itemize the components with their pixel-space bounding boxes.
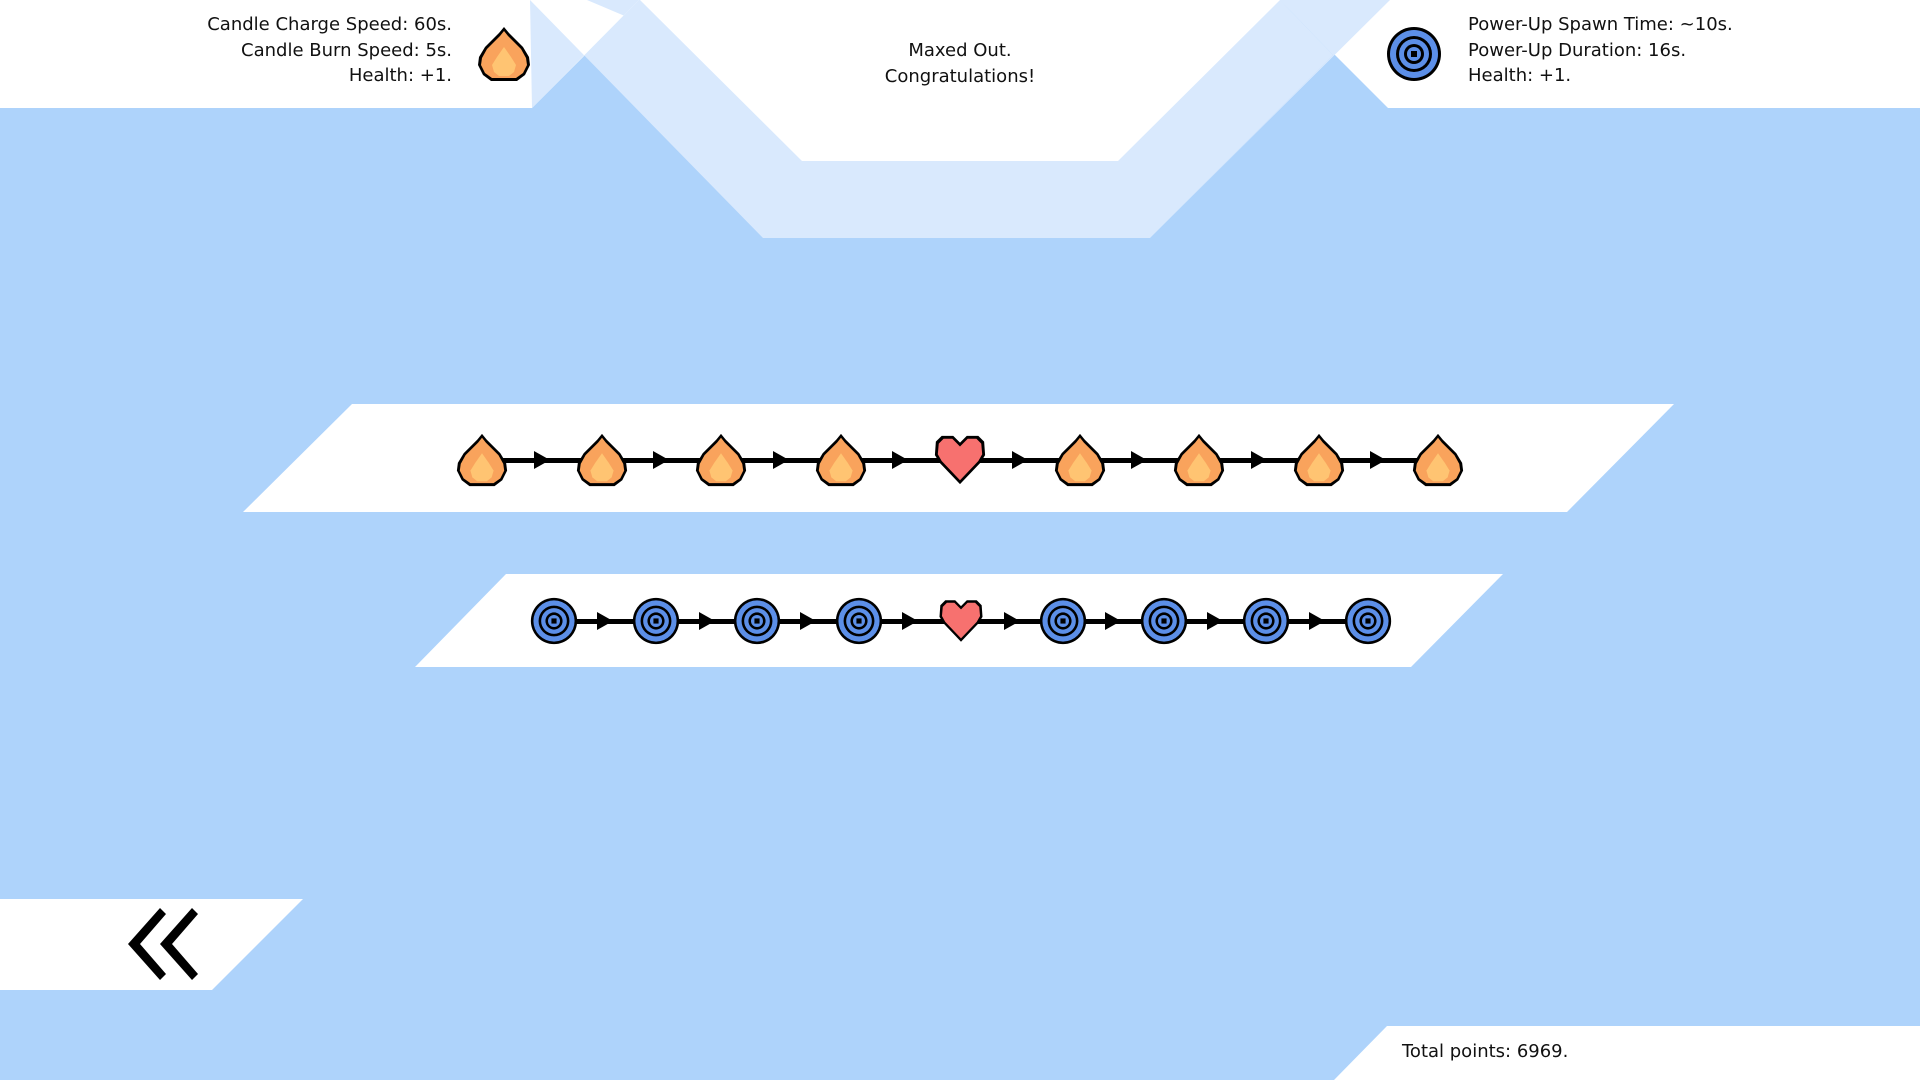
target-icon — [1386, 26, 1442, 82]
target-icon — [1140, 597, 1188, 645]
status-line-congrats: Congratulations! — [884, 65, 1036, 87]
track-arrow — [892, 451, 909, 469]
flame-icon — [1052, 432, 1108, 488]
track-arrow — [1105, 612, 1122, 630]
track-arrow — [1011, 451, 1028, 469]
target-icon — [733, 597, 781, 645]
target-icon — [632, 597, 680, 645]
track-arrow — [653, 451, 670, 469]
flame-icon — [1410, 432, 1466, 488]
track-arrow — [1131, 451, 1148, 469]
target-icon — [1039, 597, 1087, 645]
heart-icon — [932, 432, 988, 488]
candle-stats: Candle Charge Speed: 60s. Candle Burn Sp… — [207, 12, 452, 89]
double-chevron-left-icon — [128, 908, 198, 980]
flame-icon — [1291, 432, 1347, 488]
back-button-panel — [0, 899, 303, 990]
powerup-duration: Power-Up Duration: 16s. — [1468, 39, 1687, 61]
powerup-health: Health: +1. — [1468, 65, 1572, 86]
track-arrow — [1370, 451, 1387, 469]
powerup-spawn-time: Power-Up Spawn Time: ~10s. — [1468, 14, 1733, 35]
top-right-panel — [1280, 0, 1920, 108]
status-message: Maxed Out. Congratulations! — [860, 38, 1060, 89]
track-arrow — [1003, 612, 1020, 630]
flame-icon — [574, 432, 630, 488]
track-arrow — [596, 612, 613, 630]
target-icon — [1242, 597, 1290, 645]
track-arrow — [1250, 451, 1267, 469]
flame-icon — [813, 432, 869, 488]
candle-burn-speed: Candle Burn Speed: 5s. — [241, 39, 452, 61]
back-button[interactable] — [128, 908, 203, 980]
target-icon — [530, 597, 578, 645]
candle-health: Health: +1. — [348, 65, 452, 86]
flame-icon — [475, 25, 533, 83]
total-points-panel — [1334, 1026, 1920, 1080]
target-icon — [1344, 597, 1392, 645]
status-line-maxed: Maxed Out. — [908, 40, 1012, 61]
total-points: Total points: 6969. — [1402, 1041, 1569, 1062]
top-center-panel — [587, 0, 1280, 161]
track-arrow — [1308, 612, 1325, 630]
track-arrow — [800, 612, 817, 630]
flame-icon — [693, 432, 749, 488]
track-arrow — [1207, 612, 1224, 630]
track-arrow — [772, 451, 789, 469]
flame-icon — [454, 432, 510, 488]
target-icon — [835, 597, 883, 645]
track-arrow — [698, 612, 715, 630]
powerup-stats: Power-Up Spawn Time: ~10s. Power-Up Dura… — [1468, 12, 1733, 89]
track-arrow — [533, 451, 550, 469]
track-arrow — [901, 612, 918, 630]
heart-icon — [937, 597, 985, 645]
top-left-panel — [0, 0, 640, 108]
flame-icon — [1171, 432, 1227, 488]
candle-charge-speed: Candle Charge Speed: 60s. — [207, 14, 452, 35]
